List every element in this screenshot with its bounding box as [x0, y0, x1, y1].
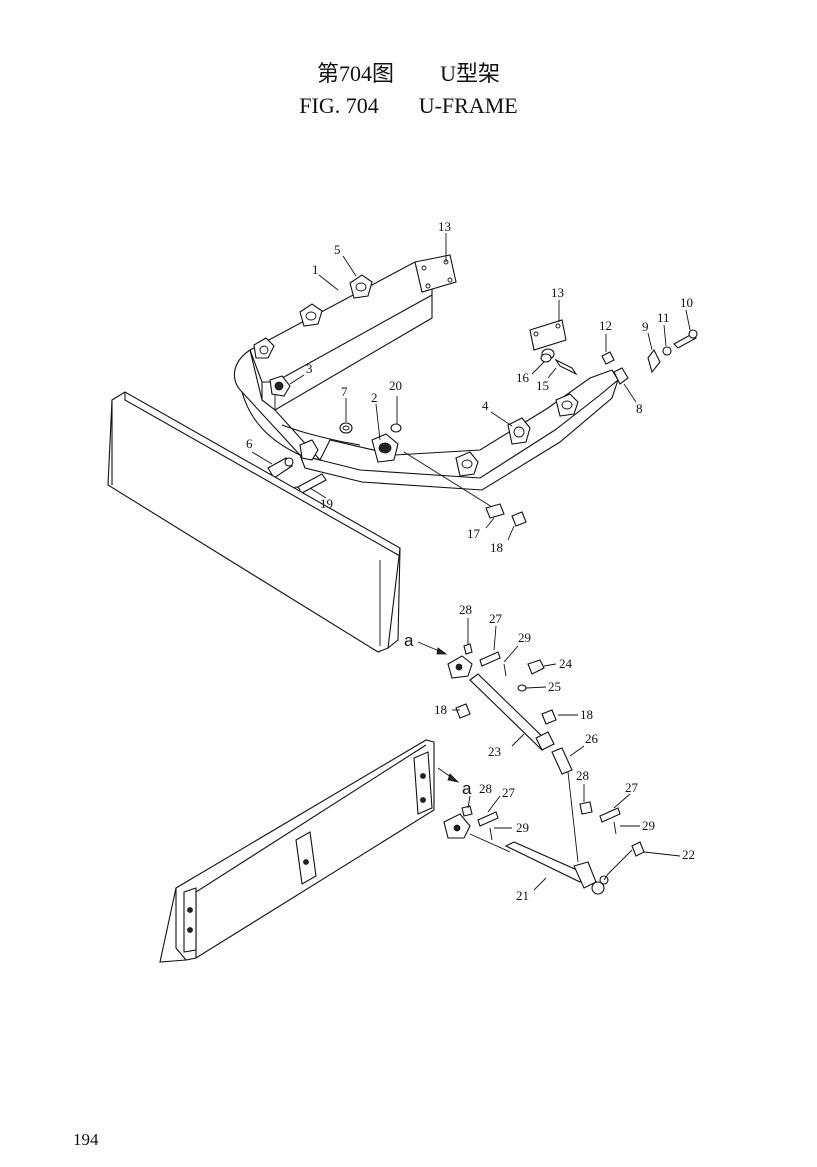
callout-20: 20 — [389, 378, 402, 393]
callout-labels: 1 2 3 4 5 6 7 8 9 10 11 12 13 13 15 16 1… — [246, 219, 695, 903]
callout-3: 3 — [306, 361, 313, 376]
callout-29-upper: 29 — [518, 630, 531, 645]
blade-lower — [159, 739, 435, 963]
loose-parts-upper — [267, 422, 527, 527]
callout-29-lower-left: 29 — [516, 820, 529, 835]
callout-27-upper: 27 — [489, 611, 503, 626]
callout-11: 11 — [657, 310, 670, 325]
page-number: 194 — [73, 1130, 99, 1149]
callout-27-lower-right: 27 — [625, 780, 639, 795]
callout-16: 16 — [516, 370, 530, 385]
callout-9: 9 — [642, 319, 649, 334]
view-marker-a-lower: a — [462, 779, 472, 798]
callout-18-right: 18 — [580, 707, 593, 722]
callout-19: 19 — [320, 496, 333, 511]
callout-4: 4 — [482, 398, 489, 413]
view-marker-a-upper: a — [404, 631, 414, 650]
callout-6: 6 — [246, 436, 253, 451]
callout-5: 5 — [334, 242, 341, 257]
callout-24: 24 — [559, 656, 573, 671]
callout-15: 15 — [536, 378, 549, 393]
u-frame — [233, 254, 698, 491]
callout-1: 1 — [312, 262, 319, 277]
callout-18-left: 18 — [434, 702, 447, 717]
callout-22: 22 — [682, 847, 695, 862]
callout-28-upper: 28 — [459, 602, 472, 617]
callout-28-lower-right: 28 — [576, 768, 589, 783]
callout-18-upper: 18 — [490, 540, 503, 555]
callout-2: 2 — [371, 390, 378, 405]
callout-7: 7 — [341, 384, 348, 399]
callout-12: 12 — [599, 318, 612, 333]
leader-lines — [251, 233, 691, 891]
callout-25: 25 — [548, 679, 561, 694]
tilt-assembly — [443, 643, 645, 895]
callout-17: 17 — [467, 526, 481, 541]
callout-26: 26 — [585, 731, 599, 746]
figure-number-chinese: 第704图 — [317, 61, 395, 86]
callout-27-lower-left: 27 — [502, 785, 516, 800]
callout-29-lower-right: 29 — [642, 818, 655, 833]
figure-name-chinese: U型架 — [440, 61, 500, 86]
callout-13-right: 13 — [551, 285, 564, 300]
figure-title: 第704图 U型架 FIG. 704 U-FRAME — [0, 58, 817, 122]
callout-28-lower-left: 28 — [479, 781, 492, 796]
title-english: FIG. 704 U-FRAME — [0, 90, 817, 122]
callout-23: 23 — [488, 744, 501, 759]
callout-10: 10 — [680, 295, 693, 310]
callout-13-left: 13 — [438, 219, 451, 234]
title-chinese: 第704图 U型架 — [0, 58, 817, 90]
blade-upper — [107, 391, 401, 653]
callout-21: 21 — [516, 888, 529, 903]
callout-8: 8 — [636, 401, 643, 416]
figure-number-english: FIG. 704 — [299, 93, 379, 118]
figure-name-english: U-FRAME — [418, 93, 518, 118]
